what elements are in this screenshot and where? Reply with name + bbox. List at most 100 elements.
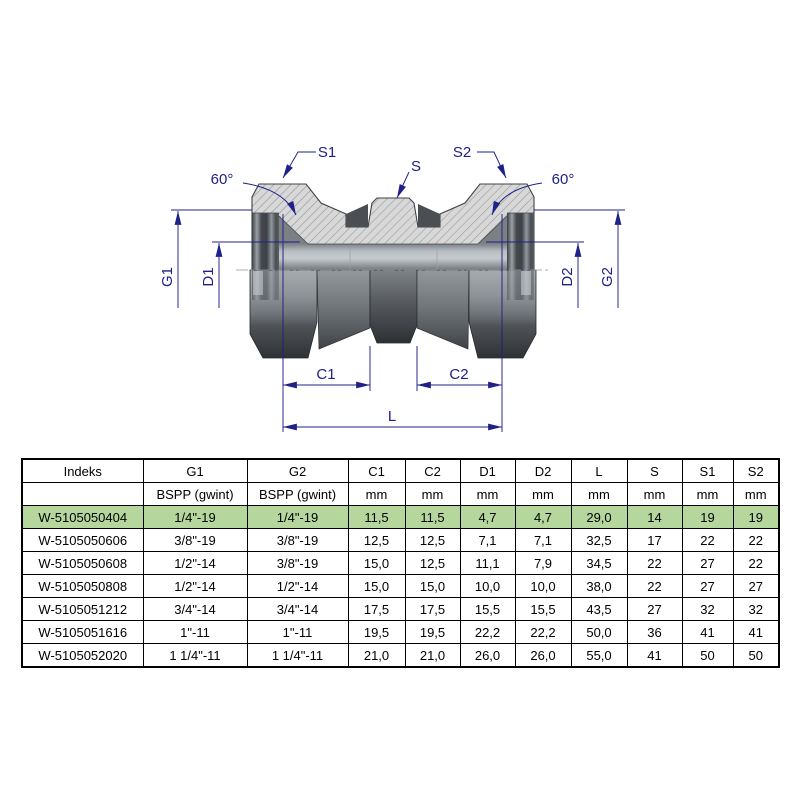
data-cell: 50,0 [570, 620, 628, 644]
header-cell: D1 [459, 458, 516, 483]
data-cell: 55,0 [570, 643, 628, 668]
header-cell: G1 [142, 458, 248, 483]
label-c1: C1 [316, 366, 335, 383]
header-cell: BSPP (gwint) [246, 482, 349, 506]
data-cell: 50 [732, 643, 780, 668]
header-cell: mm [732, 482, 780, 506]
header-cell: BSPP (gwint) [142, 482, 248, 506]
data-cell: 29,0 [570, 505, 628, 529]
data-cell: 41 [681, 620, 734, 644]
data-cell: 27 [681, 574, 734, 598]
center-hex [369, 269, 418, 344]
data-cell: 22,2 [514, 620, 572, 644]
data-cell: 22 [626, 551, 683, 575]
leader-s [396, 171, 410, 199]
left-thread-section [252, 213, 279, 270]
data-cell: W-5105050606 [21, 528, 144, 552]
label-s1: S1 [318, 144, 336, 161]
header-cell: S [626, 458, 683, 483]
leader-s1 [282, 151, 316, 179]
data-cell: W-5105050608 [21, 551, 144, 575]
data-cell: 19,5 [404, 620, 461, 644]
data-cell: 38,0 [570, 574, 628, 598]
data-cell: 15,0 [347, 551, 406, 575]
data-cell: 17,5 [347, 597, 406, 621]
data-cell: 3/8"-19 [246, 551, 349, 575]
fitting-cross-section [236, 183, 550, 271]
data-cell: 22,2 [459, 620, 516, 644]
data-cell: W-5105051616 [21, 620, 144, 644]
data-cell: 17,5 [404, 597, 461, 621]
data-cell: 34,5 [570, 551, 628, 575]
data-cell: 27 [681, 551, 734, 575]
data-cell: 22 [732, 528, 780, 552]
data-cell: 11,1 [459, 551, 516, 575]
right-slot [418, 204, 440, 227]
data-cell: W-5105051212 [21, 597, 144, 621]
data-cell: 1/4"-19 [246, 505, 349, 529]
data-cell: 11,5 [404, 505, 461, 529]
left-slot [346, 204, 368, 227]
data-cell: 32 [681, 597, 734, 621]
data-cell: 10,0 [459, 574, 516, 598]
data-cell: 27 [732, 574, 780, 598]
data-cell: 3/4"-14 [142, 597, 248, 621]
data-cell: 41 [626, 643, 683, 668]
dimension-annotations: S1 S S2 60° 60° G1 D1 D2 G2 C1 C2 L [159, 144, 625, 432]
header-cell: mm [570, 482, 628, 506]
data-cell: 21,0 [404, 643, 461, 668]
left-cone [316, 269, 371, 350]
data-cell: 27 [626, 597, 683, 621]
data-cell: 12,5 [347, 528, 406, 552]
data-cell: 50 [681, 643, 734, 668]
data-cell: 17 [626, 528, 683, 552]
data-cell: 3/8"-19 [246, 528, 349, 552]
data-cell: 41 [732, 620, 780, 644]
label-l: L [388, 408, 396, 425]
label-s2: S2 [453, 144, 471, 161]
data-cell: 3/4"-14 [246, 597, 349, 621]
data-cell: 1"-11 [142, 620, 248, 644]
data-cell: 7,1 [514, 528, 572, 552]
data-cell: 4,7 [459, 505, 516, 529]
header-cell: S2 [732, 458, 780, 483]
data-cell: 11,5 [347, 505, 406, 529]
header-cell: C1 [347, 458, 406, 483]
data-cell: 19 [681, 505, 734, 529]
data-cell: 1/2"-14 [142, 551, 248, 575]
data-cell: 15,5 [514, 597, 572, 621]
leader-angle-left [242, 182, 297, 216]
label-d2: D2 [559, 267, 576, 286]
right-thread-section [507, 213, 534, 270]
header-cell: mm [347, 482, 406, 506]
data-cell: 1 1/4"-11 [142, 643, 248, 668]
header-cell: mm [626, 482, 683, 506]
header-cell: mm [681, 482, 734, 506]
data-cell: 22 [626, 574, 683, 598]
data-cell: 26,0 [459, 643, 516, 668]
header-cell: mm [404, 482, 461, 506]
data-cell: 19,5 [347, 620, 406, 644]
label-angle-right: 60° [552, 171, 575, 188]
header-cell: Indeks [21, 458, 144, 483]
data-cell: W-5105050404 [21, 505, 144, 529]
data-cell: W-5105050808 [21, 574, 144, 598]
data-cell: 22 [681, 528, 734, 552]
data-cell: 4,7 [514, 505, 572, 529]
left-nut-highlight [253, 271, 263, 295]
data-cell: 15,0 [404, 574, 461, 598]
data-cell: 19 [732, 505, 780, 529]
data-cell: 1/4"-19 [142, 505, 248, 529]
